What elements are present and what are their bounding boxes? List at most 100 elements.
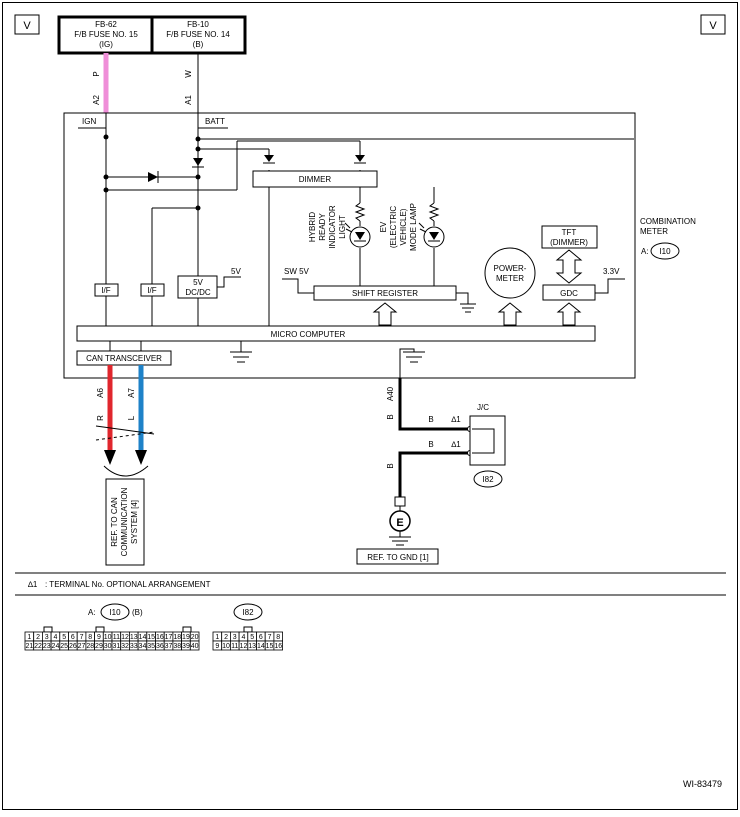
wire-color-can-h: R	[96, 415, 105, 421]
ign-label: IGN	[82, 117, 96, 126]
wire-color-can-l: L	[127, 415, 136, 420]
dimmer-box	[252, 170, 378, 188]
fuse-left-line1: FB-62	[95, 20, 117, 29]
corner-mark-right: V	[709, 20, 717, 32]
connector-pin-number: 4	[241, 634, 245, 641]
meter-connector-id: I10	[659, 247, 671, 256]
wire-color-jc-2: B	[428, 440, 433, 449]
led-hybrid-wiring	[354, 187, 440, 286]
i10-prefix: A:	[88, 608, 96, 617]
jc-box	[469, 415, 506, 466]
connector-pin-number: 5	[250, 634, 254, 641]
ground-terminal	[394, 496, 406, 507]
connector-pin-number: 9	[97, 634, 101, 641]
wire-color-jc-1: B	[428, 415, 433, 424]
fuse-left-line2: F/B FUSE NO. 15	[74, 30, 138, 39]
diode-ign	[148, 171, 159, 183]
connector-pin-number: 5	[62, 634, 66, 641]
connector-pin-number: 18	[173, 634, 181, 641]
dcdc-line2: DC/DC	[185, 288, 211, 297]
power-meter-line1: POWER-	[494, 264, 527, 273]
connector-pin-number: 28	[86, 643, 94, 650]
out-5v-wire	[217, 276, 241, 288]
shift-register-ground	[456, 292, 476, 313]
connector-pin-cell	[273, 640, 283, 651]
jc-mark-1: ∆1	[451, 415, 461, 424]
figure-id: WI-83479	[683, 779, 722, 789]
gdc-label: GDC	[560, 289, 578, 298]
terminal-can-h: A6	[96, 388, 105, 398]
power-meter-line2: METER	[496, 274, 524, 283]
hybrid-line-3: INDICATOR	[328, 205, 337, 248]
tft-line2: (DIMMER)	[550, 238, 588, 247]
connector-pin-number: 8	[276, 634, 280, 641]
jc-mark-2: ∆1	[451, 440, 461, 449]
connector-pin-number: 13	[130, 634, 138, 641]
if-label-2: I/F	[147, 286, 156, 295]
terminal-ign: A2	[92, 95, 101, 105]
tft-gdc-double-arrow	[555, 249, 583, 284]
i10-id: I10	[109, 608, 121, 617]
ref-can-line2: COMMUNICATION	[120, 487, 129, 556]
if-box-2	[140, 283, 165, 297]
connector-pin-number: 11	[113, 634, 120, 641]
jc-connector-oval	[473, 470, 503, 488]
i82-oval	[233, 603, 263, 621]
terminal-can-l: A7	[127, 388, 136, 398]
out-3v3-label: 3.3V	[603, 267, 620, 276]
meter-label-line1: COMBINATION	[640, 217, 696, 226]
connector-pin-number: 10	[222, 643, 230, 650]
twist-mark-solid	[95, 425, 155, 435]
connector-pin-number: 12	[240, 643, 248, 650]
ref-gnd-box	[356, 548, 439, 565]
wire-color-ground-2: B	[386, 463, 395, 468]
jc-connector-id: I82	[482, 475, 494, 484]
meter-connector-prefix: A:	[641, 247, 649, 256]
shield-arc	[103, 465, 149, 477]
connector-pin-number: 13	[248, 643, 256, 650]
twist-mark-dashed	[95, 431, 155, 441]
connector-pin-number: 27	[78, 643, 86, 650]
ground-wire-bold	[398, 378, 470, 497]
meter-ground-internal	[399, 348, 425, 378]
hybrid-line-2: READY	[318, 213, 327, 241]
connector-pin-number: 26	[69, 643, 77, 650]
connector-pin-number: 21	[25, 643, 33, 650]
connector-pin-number: 25	[60, 643, 68, 650]
jc-internal-link	[472, 428, 495, 454]
connector-pin-number: 15	[147, 634, 155, 641]
fuse-right-line2: F/B FUSE NO. 14	[166, 30, 230, 39]
corner-mark-right-box	[700, 14, 726, 35]
tft-line1: TFT	[562, 228, 577, 237]
hybrid-led-label: HYBRID READY INDICATOR LIGHT	[308, 205, 347, 248]
can-arrow-left	[104, 450, 116, 465]
ev-line-3: VEHICLE)	[399, 208, 408, 245]
out-5v-label: 5V	[231, 267, 241, 276]
connector-pin-number: 3	[233, 634, 237, 641]
diode-dimmer-1	[263, 155, 275, 164]
connector-pin-number: 37	[165, 643, 173, 650]
connector-pin-number: 8	[88, 634, 92, 641]
can-arrow-right	[135, 450, 147, 465]
meter-label-line2: METER	[640, 227, 668, 236]
connector-pin-number: 11	[231, 643, 238, 650]
connector-pin-number: 16	[156, 634, 164, 641]
meter-connector-oval	[650, 242, 680, 260]
ref-gnd-label: REF. TO GND [1]	[367, 553, 429, 562]
connector-pin-number: 7	[268, 634, 272, 641]
led-ev-mode-lamp	[418, 222, 445, 248]
connector-pin-number: 24	[52, 643, 60, 650]
ref-can-box	[105, 478, 145, 566]
connector-pin-number: 3	[45, 634, 49, 641]
connector-pin-number: 4	[53, 634, 57, 641]
i10-suffix: (B)	[132, 608, 143, 617]
wire-color-ground-1: B	[386, 414, 395, 419]
connector-key-tab	[95, 626, 105, 633]
connector-pin-number: 30	[104, 643, 112, 650]
fuse-left-line3: (IG)	[99, 40, 113, 49]
arrow-power-meter	[497, 302, 523, 326]
dcdc-line1: 5V	[193, 278, 203, 287]
connector-pin-number: 10	[104, 634, 112, 641]
